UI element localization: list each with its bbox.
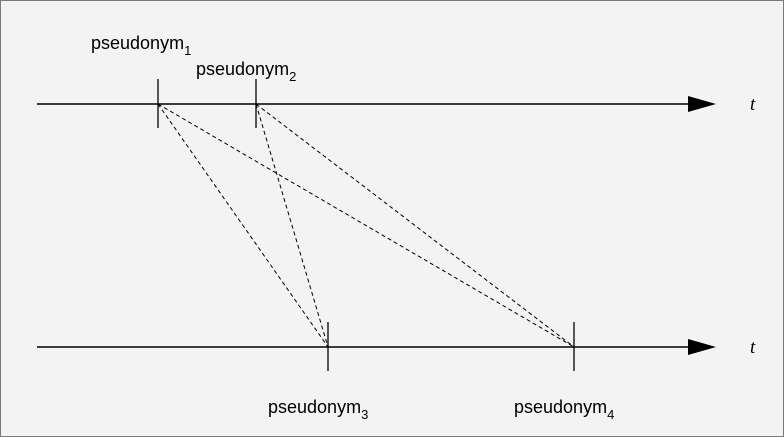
link-1-3 <box>157 103 329 348</box>
link-2-4 <box>255 103 575 348</box>
link-1-4 <box>157 103 575 348</box>
pseudonym-4-label: pseudonym4 <box>514 397 614 422</box>
pseudonym-1-subscript: 1 <box>184 43 191 58</box>
top-timeline-arrowhead <box>688 96 716 112</box>
top-timeline-t-label: t <box>750 94 756 115</box>
pseudonym-2-base: pseudonym <box>196 59 289 79</box>
pseudonym-3-base: pseudonym <box>268 397 361 417</box>
link-lines <box>157 103 575 348</box>
bottom-timeline-t-label: t <box>750 337 756 358</box>
pseudonym-2-subscript: 2 <box>289 69 296 84</box>
bottom-timeline-arrowhead <box>688 339 716 355</box>
pseudonym-3-subscript: 3 <box>361 407 368 422</box>
link-2-3 <box>255 103 329 348</box>
pseudonym-3-label: pseudonym3 <box>268 397 368 422</box>
pseudonym-1-label: pseudonym1 <box>91 33 191 58</box>
pseudonym-2-label: pseudonym2 <box>196 59 296 84</box>
pseudonym-4-subscript: 4 <box>607 407 614 422</box>
pseudonym-1-base: pseudonym <box>91 33 184 53</box>
pseudonym-4-base: pseudonym <box>514 397 607 417</box>
